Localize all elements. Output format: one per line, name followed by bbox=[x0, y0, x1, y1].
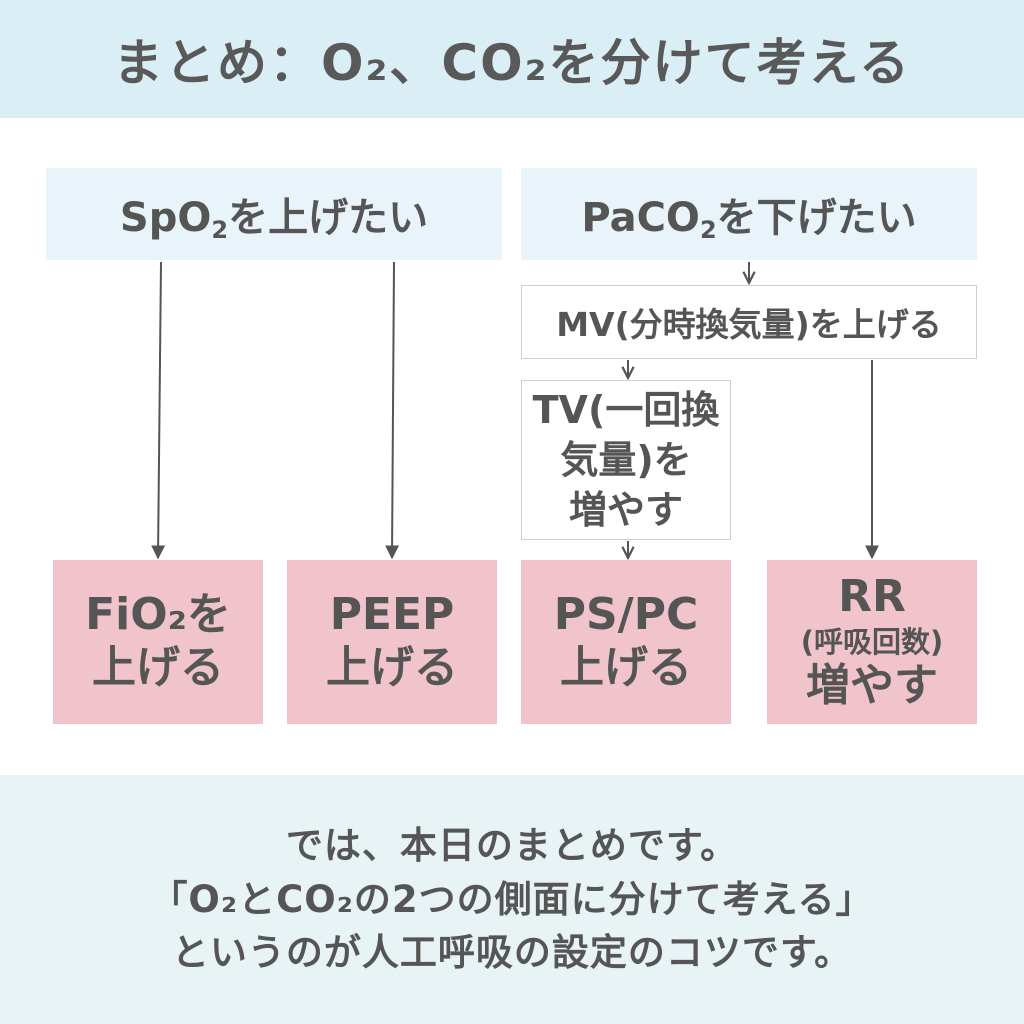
action-pspc-box: PS/PC 上げる bbox=[521, 560, 731, 724]
tv-step-line-1: TV(一回換 bbox=[532, 387, 720, 432]
tv-step-line-3: 増やす bbox=[568, 488, 683, 533]
arrow-spo2-to-peep bbox=[385, 261, 400, 560]
page-title: まとめ：O₂、CO₂を分けて考える bbox=[112, 34, 911, 92]
action-fio2-line-1: FiO₂を bbox=[85, 589, 231, 641]
footer-line-1: では、本日のまとめです。 bbox=[285, 824, 739, 868]
action-fio2-line-2: 上げる bbox=[92, 642, 224, 693]
action-peep-line-2: 上げる bbox=[326, 642, 458, 693]
goal-spo2-label: SpO2を上げたい bbox=[119, 195, 429, 245]
action-fio2-box: FiO₂を 上げる bbox=[53, 560, 263, 724]
header-band: まとめ：O₂、CO₂を分けて考える bbox=[0, 0, 1024, 118]
action-rr-line-3: 増やす bbox=[806, 660, 938, 712]
tv-step-line-2: 気量)を bbox=[560, 437, 692, 482]
goal-paco2-label: PaCO2を下げたい bbox=[581, 195, 917, 245]
footer-line-2: 「O₂とCO₂の2つの側面に分けて考える」 bbox=[150, 877, 874, 921]
arrow-spo2-to-fio2 bbox=[151, 261, 166, 560]
action-rr-box: RR (呼吸回数) 増やす bbox=[767, 560, 977, 724]
action-peep-line-1: PEEP bbox=[329, 589, 455, 641]
action-rr-line-2: (呼吸回数) bbox=[800, 624, 944, 659]
action-pspc-line-2: 上げる bbox=[560, 642, 692, 693]
action-rr-line-1: RR bbox=[838, 571, 906, 623]
action-pspc-line-1: PS/PC bbox=[553, 589, 699, 641]
goal-paco2-box: PaCO2を下げたい bbox=[521, 168, 977, 260]
tv-step-box: TV(一回換 気量)を 増やす bbox=[521, 380, 731, 540]
footer-band: では、本日のまとめです。 「O₂とCO₂の2つの側面に分けて考える」 というのが… bbox=[0, 775, 1024, 1024]
footer-line-3: というのが人工呼吸の設定のコツです。 bbox=[171, 931, 853, 975]
mv-step-label: MV(分時換気量)を上げる bbox=[556, 305, 942, 344]
goal-spo2-box: SpO2を上げたい bbox=[46, 168, 502, 260]
action-peep-box: PEEP 上げる bbox=[287, 560, 497, 724]
mv-step-box: MV(分時換気量)を上げる bbox=[521, 285, 977, 359]
